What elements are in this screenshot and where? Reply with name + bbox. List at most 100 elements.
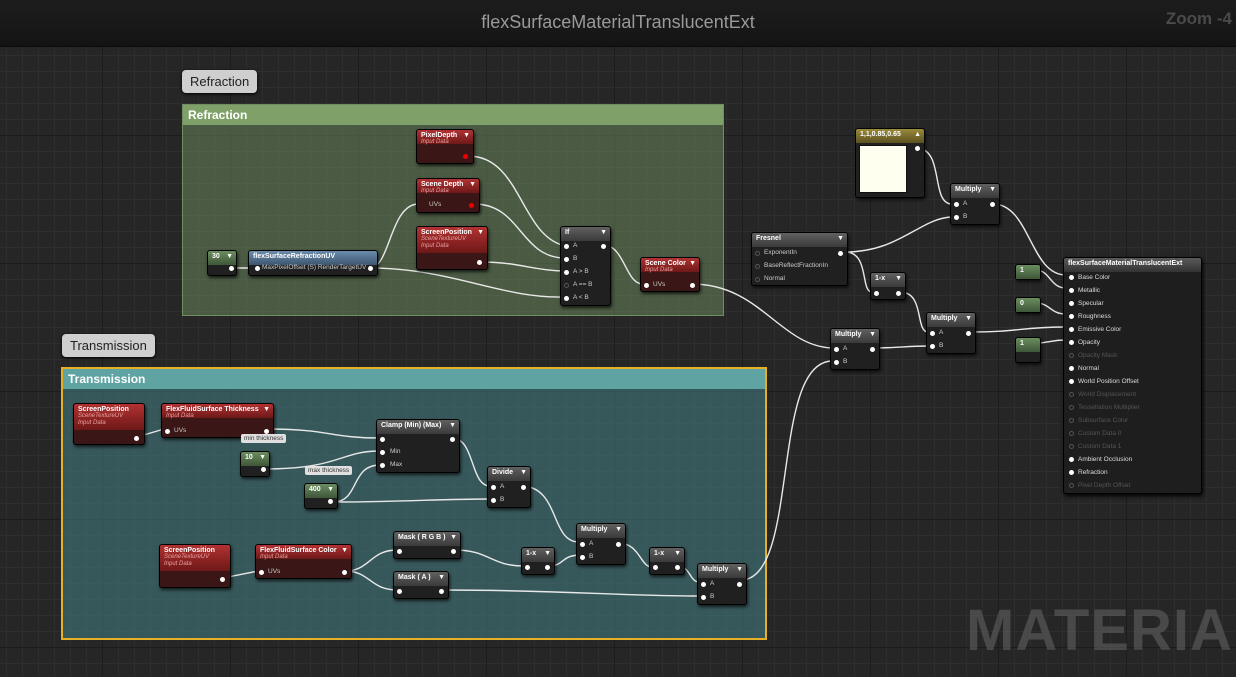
refraction-comment-header[interactable]: Refraction <box>183 105 723 125</box>
chevron-down-icon[interactable]: ▼ <box>463 132 470 139</box>
input-pin[interactable] <box>644 283 649 288</box>
chevron-down-icon[interactable]: ▼ <box>449 422 456 429</box>
result-input-pin[interactable] <box>1069 431 1074 436</box>
multiply-top-node[interactable]: Multiply▼ A B <box>950 183 1000 225</box>
constant-30-node[interactable]: 30▼ <box>207 250 237 276</box>
input-pin[interactable] <box>701 582 706 587</box>
output-pin[interactable] <box>342 570 347 575</box>
clamp-node[interactable]: Clamp (Min) (Max)▼ Min Max <box>376 419 460 473</box>
one-minus-node-transmission-1[interactable]: 1-x▼ <box>521 547 555 575</box>
color-swatch[interactable] <box>859 145 907 193</box>
input-pin[interactable] <box>834 347 839 352</box>
result-input-pin[interactable] <box>1069 418 1074 423</box>
chevron-down-icon[interactable]: ▼ <box>438 574 445 581</box>
pixel-depth-node[interactable]: PixelDepth▼Input Data <box>416 129 474 164</box>
output-pin[interactable] <box>463 154 468 159</box>
output-pin[interactable] <box>368 266 373 271</box>
result-input-pin[interactable] <box>1069 301 1074 306</box>
output-pin[interactable] <box>450 437 455 442</box>
output-pin[interactable] <box>451 549 456 554</box>
chevron-down-icon[interactable]: ▼ <box>837 235 844 242</box>
chevron-down-icon[interactable]: ▼ <box>226 253 233 260</box>
input-pin[interactable] <box>491 485 496 490</box>
input-pin[interactable] <box>930 344 935 349</box>
output-pin[interactable] <box>261 467 266 472</box>
input-pin[interactable] <box>564 244 569 249</box>
result-input-pin[interactable] <box>1069 366 1074 371</box>
output-pin[interactable] <box>469 203 474 208</box>
output-pin[interactable] <box>328 499 333 504</box>
chevron-down-icon[interactable]: ▼ <box>263 406 270 413</box>
input-pin[interactable] <box>564 283 569 288</box>
output-pin[interactable] <box>870 347 875 352</box>
result-input-pin[interactable] <box>1069 353 1074 358</box>
output-pin[interactable] <box>966 331 971 336</box>
input-pin[interactable] <box>564 296 569 301</box>
chevron-down-icon[interactable]: ▼ <box>259 454 266 461</box>
input-pin[interactable] <box>580 542 585 547</box>
fresnel-node[interactable]: Fresnel▼ ExponentIn BaseReflectFractionI… <box>751 232 848 286</box>
input-pin[interactable] <box>259 570 264 575</box>
chevron-down-icon[interactable]: ▼ <box>341 547 348 554</box>
multiply-mid-node[interactable]: Multiply▼ A B <box>926 312 976 354</box>
input-pin[interactable] <box>954 202 959 207</box>
if-node[interactable]: If▼ A B A > B A == B A < B <box>560 226 611 306</box>
multiply-transmission-1-node[interactable]: Multiply▼ A B <box>576 523 626 565</box>
color-constant-node[interactable]: 1,1,0.85,0.65▲ <box>855 128 925 198</box>
constant-10-node[interactable]: 10▼ <box>240 451 270 477</box>
constant-400-node[interactable]: 400▼ <box>304 483 338 509</box>
input-pin[interactable] <box>755 251 760 256</box>
input-pin[interactable] <box>564 257 569 262</box>
chevron-down-icon[interactable]: ▼ <box>674 550 681 557</box>
chevron-down-icon[interactable]: ▼ <box>477 229 484 236</box>
result-input-pin[interactable] <box>1069 392 1074 397</box>
output-pin[interactable] <box>545 565 550 570</box>
one-minus-node-transmission-2[interactable]: 1-x▼ <box>649 547 685 575</box>
refraction-uv-node[interactable]: flexSurfaceRefractionUV MaxPixelOffset (… <box>248 250 378 276</box>
input-pin[interactable] <box>653 565 658 570</box>
chevron-down-icon[interactable]: ▼ <box>615 526 622 533</box>
output-pin[interactable] <box>690 283 695 288</box>
result-input-pin[interactable] <box>1069 444 1074 449</box>
input-pin[interactable] <box>755 264 760 269</box>
chevron-down-icon[interactable]: ▼ <box>965 315 972 322</box>
input-pin[interactable] <box>701 595 706 600</box>
input-pin[interactable] <box>874 291 879 296</box>
result-input-pin[interactable] <box>1069 470 1074 475</box>
fluid-color-node[interactable]: FlexFluidSurface Color▼Input Data UVs <box>255 544 352 579</box>
result-input-pin[interactable] <box>1069 379 1074 384</box>
output-pin[interactable] <box>477 260 482 265</box>
result-input-pin[interactable] <box>1069 327 1074 332</box>
output-pin[interactable] <box>601 244 606 249</box>
chevron-down-icon[interactable]: ▼ <box>520 469 527 476</box>
output-pin[interactable] <box>521 485 526 490</box>
divide-node[interactable]: Divide▼ A B <box>487 466 531 508</box>
input-pin[interactable] <box>255 266 260 271</box>
input-pin[interactable] <box>380 450 385 455</box>
chevron-down-icon[interactable]: ▼ <box>689 260 696 267</box>
output-pin[interactable] <box>220 577 225 582</box>
chevron-down-icon[interactable]: ▼ <box>895 275 902 282</box>
chevron-down-icon[interactable]: ▼ <box>869 331 876 338</box>
refraction-comment-bubble[interactable]: Refraction <box>182 70 258 93</box>
output-pin[interactable] <box>675 565 680 570</box>
mask-a-node[interactable]: Mask ( A )▼ <box>393 571 449 599</box>
output-pin[interactable] <box>737 582 742 587</box>
constant-1-metallic-node[interactable]: 1 <box>1015 264 1041 280</box>
output-pin[interactable] <box>439 589 444 594</box>
input-pin[interactable] <box>397 589 402 594</box>
chevron-down-icon[interactable]: ▼ <box>327 486 334 493</box>
result-input-pin[interactable] <box>1069 483 1074 488</box>
result-input-pin[interactable] <box>1069 288 1074 293</box>
output-pin[interactable] <box>616 542 621 547</box>
input-pin[interactable] <box>954 215 959 220</box>
input-pin[interactable] <box>525 565 530 570</box>
input-pin[interactable] <box>755 277 760 282</box>
result-input-pin[interactable] <box>1069 457 1074 462</box>
mask-rgb-node[interactable]: Mask ( R G B )▼ <box>393 531 461 559</box>
output-pin[interactable] <box>838 251 843 256</box>
chevron-down-icon[interactable]: ▼ <box>736 566 743 573</box>
fluid-thickness-node[interactable]: FlexFluidSurface Thickness▼Input Data UV… <box>161 403 274 438</box>
